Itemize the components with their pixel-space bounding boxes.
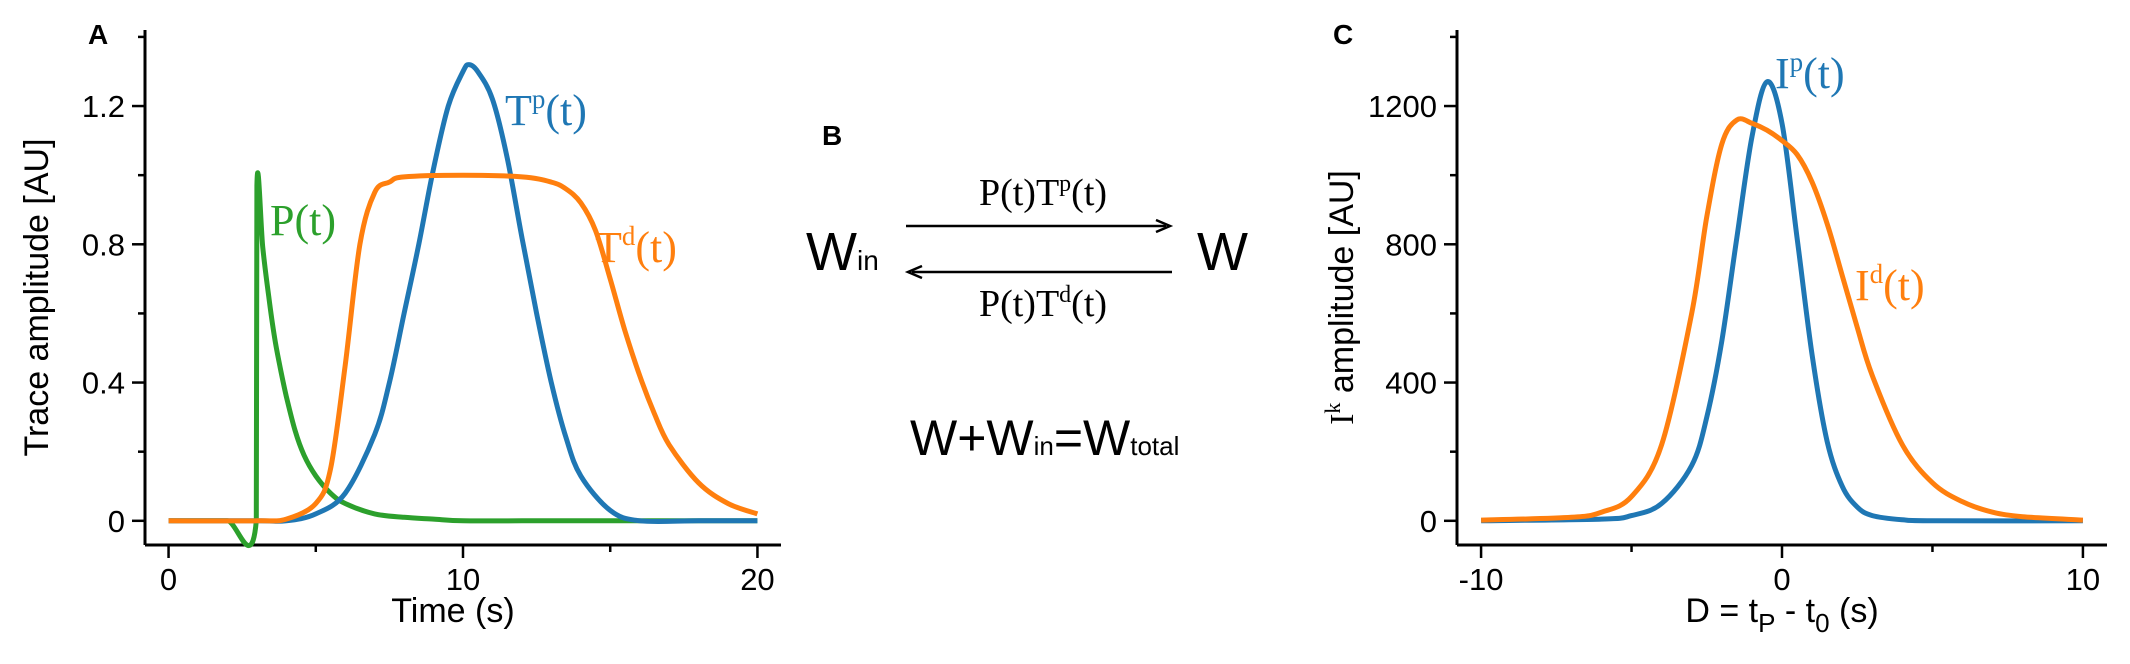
chart-a-series-p(t)-label: P(t) bbox=[270, 196, 336, 245]
chart-a-x-tick-label: 20 bbox=[740, 562, 774, 597]
chart-a-series-p(t)-line bbox=[168, 170, 758, 549]
chart-c-x-tick-label: 10 bbox=[2066, 562, 2100, 597]
w-symbol: W bbox=[1197, 222, 1248, 282]
chart-c-series-ip-line bbox=[1481, 79, 2083, 524]
chart-a-x-tick-label: 0 bbox=[160, 562, 177, 597]
backward-arrowhead-icon bbox=[904, 264, 923, 280]
chart-a-x-axis-label: Time (s) bbox=[391, 592, 514, 630]
panel-a-letter: A bbox=[88, 19, 108, 50]
chart-c-series-id-line bbox=[1481, 116, 2084, 523]
chart-a-x-tick-label: 10 bbox=[446, 562, 480, 597]
chart-c-y-tick-label: 1200 bbox=[1368, 89, 1437, 124]
chart-c: 0 400 800 1200 -10 0 10 D = tP - t0 (s) Ik ampli… bbox=[1320, 30, 2107, 638]
panel-c-letter: C bbox=[1333, 19, 1353, 50]
chart-a-y-tick-label: 0 bbox=[108, 504, 125, 539]
conservation-equation: W+Win=Wtotal bbox=[910, 410, 1179, 466]
backward-rate-label: P(t)Td(t) bbox=[979, 282, 1107, 325]
chart-c-y-tick-label: 400 bbox=[1385, 366, 1437, 401]
chart-c-x-tick-label: -10 bbox=[1459, 562, 1504, 597]
chart-c-series-id-label: Id(t) bbox=[1855, 259, 1925, 310]
chart-a-series-tp-label: Tp(t) bbox=[505, 84, 587, 135]
w-in-symbol: Win bbox=[806, 222, 879, 282]
chart-c-series-ip-label: Ip(t) bbox=[1775, 47, 1845, 98]
chart-c-y-tick-label: 800 bbox=[1385, 227, 1437, 262]
chart-a-y-tick-label: 1.2 bbox=[82, 89, 125, 124]
chart-a-y-tick-label: 0.8 bbox=[82, 227, 125, 262]
chart-c-y-tick-label: 0 bbox=[1420, 504, 1437, 539]
reaction-scheme: Win W P(t)Tp(t) P(t)Td(t) W+Win=Wtotal bbox=[806, 171, 1248, 466]
chart-c-x-tick-label: 0 bbox=[1773, 562, 1790, 597]
chart-c-y-axis-label: Ik amplitude [AU] bbox=[1320, 170, 1361, 425]
chart-a-series-tp-line bbox=[168, 62, 758, 525]
forward-arrowhead-icon bbox=[1155, 218, 1174, 234]
chart-a-series-td-line bbox=[168, 172, 759, 524]
chart-a-y-axis-label: Trace amplitude [AU] bbox=[18, 138, 56, 456]
forward-rate-label: P(t)Tp(t) bbox=[979, 171, 1107, 214]
chart-c-x-axis-label: D = tP - t0 (s) bbox=[1685, 592, 1878, 638]
chart-a-series-td-label: Td(t) bbox=[595, 221, 677, 272]
panel-b-letter: B bbox=[822, 120, 842, 151]
chart-a-y-tick-label: 0.4 bbox=[82, 366, 125, 401]
